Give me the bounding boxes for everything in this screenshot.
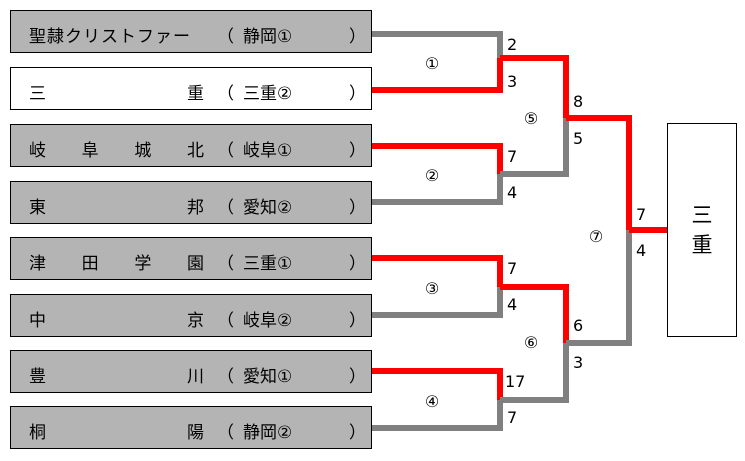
line-match5-bottom: [500, 118, 569, 177]
team-name: 岐阜城北: [29, 141, 205, 161]
line-match3-top: [372, 255, 503, 287]
prefecture-seed: 静岡②: [243, 423, 293, 443]
line-match1-top: [372, 31, 503, 58]
close-paren: ）: [349, 84, 366, 104]
team-name: 東邦: [29, 198, 205, 218]
score-match4-top: 17: [505, 372, 525, 391]
match-number-5: ⑤: [524, 109, 538, 128]
line-match6-bottom: [500, 343, 569, 403]
champion-char-2: 重: [691, 233, 713, 257]
line-match1-bottom: [372, 58, 503, 93]
score-match2-top: 7: [507, 147, 517, 166]
prefecture-seed: 愛知①: [243, 367, 293, 387]
team-box-mie: 三重 （ 三重② ）: [10, 67, 372, 110]
match-number-1: ①: [425, 54, 439, 73]
close-paren: ）: [349, 254, 366, 274]
prefecture-seed: 愛知②: [243, 198, 293, 218]
score-match5-bottom: 5: [573, 129, 583, 148]
line-match4-bottom: [372, 400, 503, 431]
team-box-toyo: 桐陽 （ 静岡② ）: [10, 406, 372, 449]
prefecture-seed: 静岡①: [243, 27, 293, 47]
team-box-gifu-johoku: 岐阜城北 （ 岐阜① ）: [10, 124, 372, 167]
line-match3-bottom: [372, 287, 503, 318]
close-paren: ）: [349, 367, 366, 387]
score-match3-top: 7: [507, 259, 517, 278]
team-name: 津田学園: [29, 254, 205, 274]
team-name: 聖隷クリストファー: [29, 27, 191, 47]
close-paren: ）: [349, 311, 366, 331]
close-paren: ）: [349, 27, 366, 47]
score-match3-bottom: 4: [507, 295, 517, 314]
score-match6-top: 6: [573, 316, 583, 335]
prefecture-seed: 岐阜①: [243, 141, 293, 161]
line-match2-top: [372, 143, 503, 174]
match-number-6: ⑥: [524, 333, 538, 352]
open-paren: （: [217, 27, 234, 47]
team-name: 桐陽: [29, 423, 205, 443]
score-match2-bottom: 4: [507, 183, 517, 202]
close-paren: ）: [349, 423, 366, 443]
line-match4-top: [372, 368, 503, 400]
score-match6-bottom: 3: [573, 353, 583, 372]
line-match6-top: [500, 284, 569, 343]
prefecture-seed: 岐阜②: [243, 311, 293, 331]
open-paren: （: [217, 141, 234, 161]
prefecture-seed: 三重②: [243, 84, 293, 104]
score-match1-bottom: 3: [507, 72, 517, 91]
line-match2-bottom: [372, 174, 503, 205]
open-paren: （: [217, 198, 234, 218]
match-number-4: ④: [425, 392, 439, 411]
match-number-7: ⑦: [589, 227, 603, 246]
team-box-seirei: 聖隷クリストファー （ 静岡① ）: [10, 10, 372, 53]
team-name: 中京: [29, 311, 205, 331]
team-box-toyokawa: 豊川 （ 愛知① ）: [10, 350, 372, 393]
score-match4-bottom: 7: [507, 408, 517, 427]
open-paren: （: [217, 84, 234, 104]
line-match7-bottom: [566, 230, 632, 346]
line-match7-top: [566, 115, 632, 230]
score-match7-top: 7: [636, 205, 646, 224]
score-match7-bottom: 4: [636, 241, 646, 260]
open-paren: （: [217, 254, 234, 274]
team-name: 豊川: [29, 367, 205, 387]
prefecture-seed: 三重①: [243, 254, 293, 274]
team-box-toho: 東邦 （ 愛知② ）: [10, 181, 372, 224]
score-match5-top: 8: [573, 92, 583, 111]
match-number-2: ②: [425, 166, 439, 185]
team-box-tsuda-gakuen: 津田学園 （ 三重① ）: [10, 237, 372, 280]
close-paren: ）: [349, 141, 366, 161]
open-paren: （: [217, 423, 234, 443]
champion-box: 三 重: [667, 123, 737, 337]
champion-char-1: 三: [691, 203, 713, 227]
score-match1-top: 2: [507, 35, 517, 54]
line-match5-top: [500, 55, 569, 118]
open-paren: （: [217, 311, 234, 331]
open-paren: （: [217, 367, 234, 387]
team-name: 三重: [29, 84, 205, 104]
close-paren: ）: [349, 198, 366, 218]
match-number-3: ③: [425, 279, 439, 298]
team-box-chukyo: 中京 （ 岐阜② ）: [10, 294, 372, 337]
